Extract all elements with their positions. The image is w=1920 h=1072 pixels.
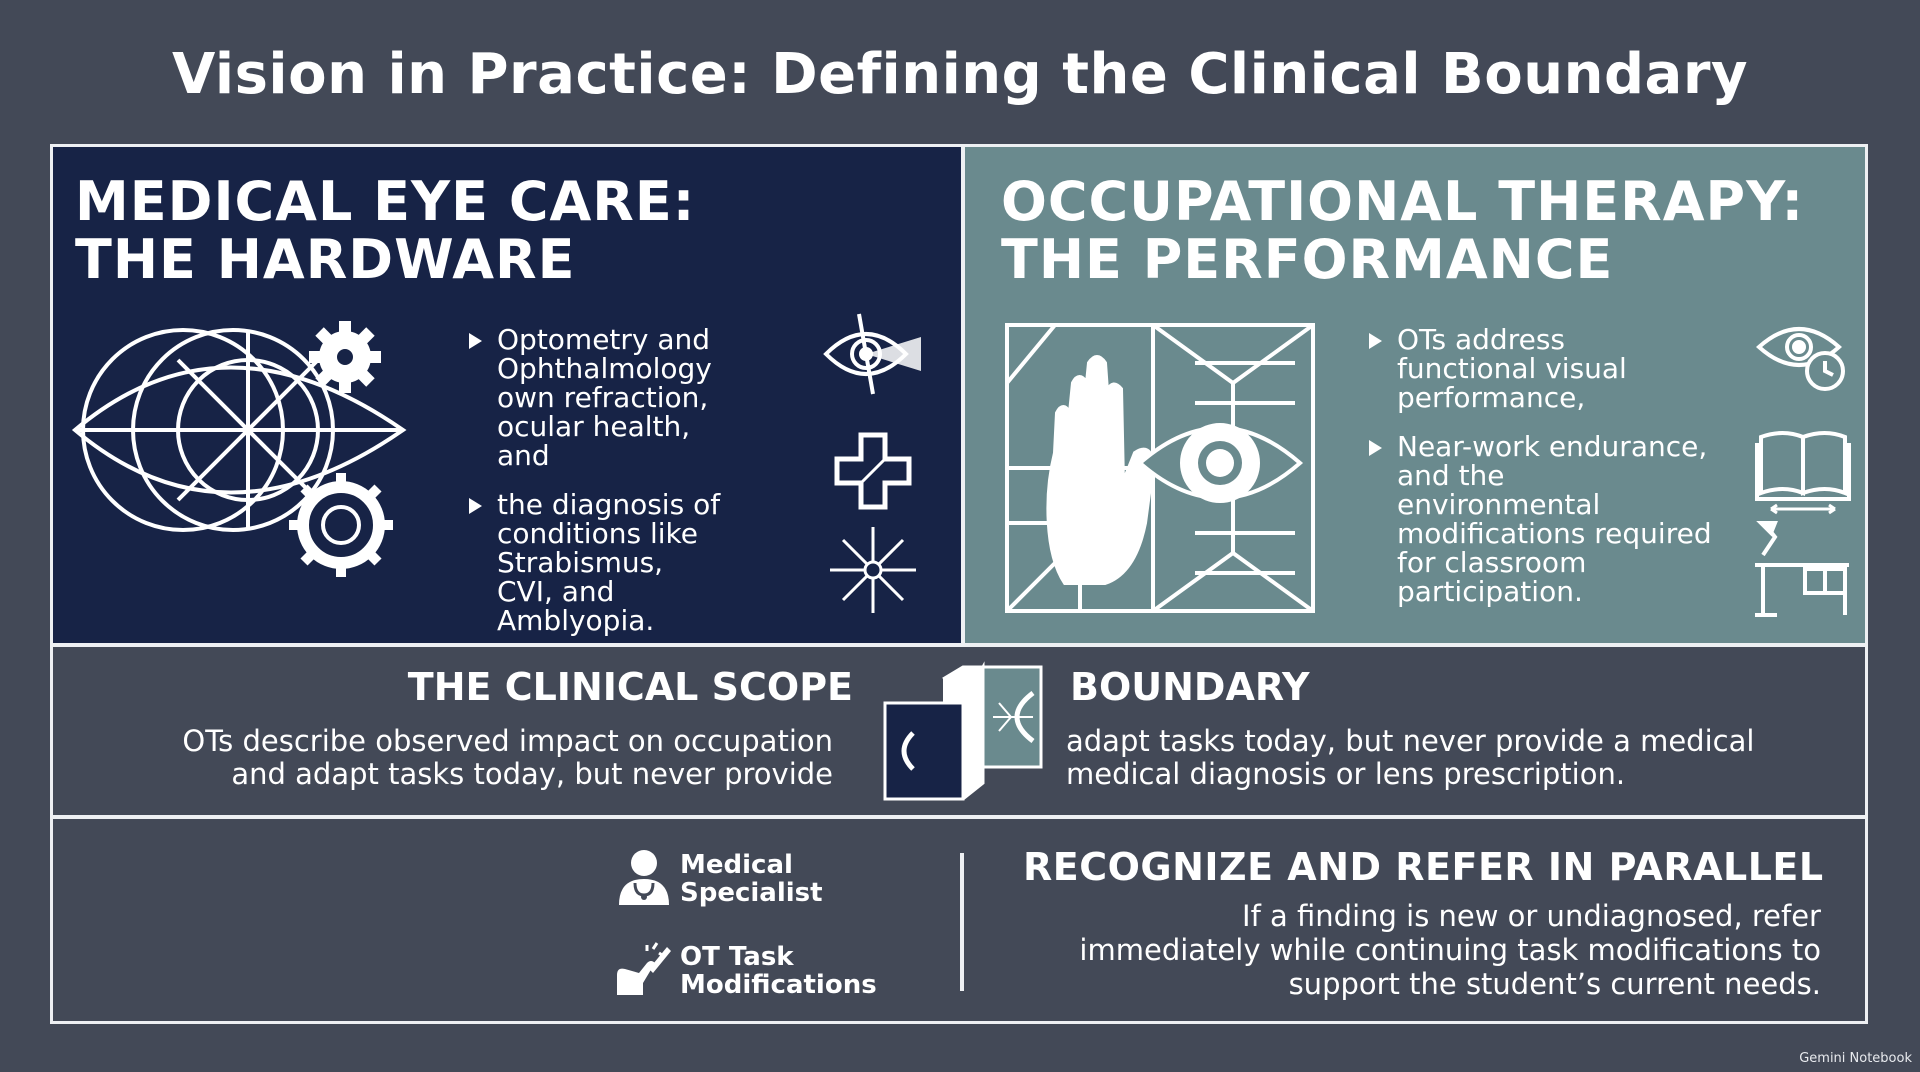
open-book-icon <box>1755 431 1851 515</box>
medical-bullet: Optometry and Ophthalmology own refracti… <box>465 325 725 470</box>
boundary-wall-icon <box>883 661 1043 801</box>
clinical-scope-title: THE CLINICAL SCOPE <box>407 665 853 709</box>
medical-bullet: the diagnosis of conditions like Strabis… <box>465 490 725 635</box>
boundary-title: BOUNDARY <box>1070 665 1310 709</box>
section-divider <box>53 815 1865 819</box>
eye-timer-icon <box>1756 327 1845 391</box>
hand-eye-room-icon <box>1005 323 1315 613</box>
brand-watermark: Gemini Notebook <box>1799 1051 1912 1066</box>
ot-heading-line1: OCCUPATIONAL THERAPY: <box>1001 170 1805 233</box>
medical-heading-line2: THE HARDWARE <box>75 228 576 291</box>
recognize-title: RECOGNIZE AND REFER IN PARALLEL <box>1023 845 1824 889</box>
ot-bullet: Near-work endurance, and the environment… <box>1365 432 1715 606</box>
desk-lamp-icon <box>1755 521 1849 617</box>
recognize-text: If a finding is new or undiagnosed, refe… <box>1079 899 1821 1001</box>
medical-bullets: Optometry and Ophthalmology own refracti… <box>465 325 725 655</box>
sparkle-icon <box>830 527 916 613</box>
eye-lens-gear-icon <box>71 321 407 577</box>
page-title: Vision in Practice: Defining the Clinica… <box>172 42 1748 107</box>
section-divider <box>53 643 1865 647</box>
legend-divider <box>960 853 964 991</box>
ot-task-label: OT Task Modifications <box>680 942 877 1000</box>
eye-scan-icon <box>823 313 921 395</box>
ot-heading: OCCUPATIONAL THERAPY: THE PERFORMANCE <box>1001 173 1804 289</box>
panel-divider <box>961 147 965 643</box>
clinical-scope-text: OTs describe observed impact on occupati… <box>182 724 833 791</box>
ot-task-icon <box>617 942 671 995</box>
medical-eye-care-panel: MEDICAL EYE CARE: THE HARDWARE <box>53 147 961 643</box>
ot-bullet: OTs address functional visual performanc… <box>1365 325 1647 412</box>
medical-heading: MEDICAL EYE CARE: THE HARDWARE <box>75 173 695 289</box>
medical-heading-line1: MEDICAL EYE CARE: <box>75 170 696 233</box>
ot-heading-line2: THE PERFORMANCE <box>1001 228 1614 291</box>
occupational-therapy-panel: OCCUPATIONAL THERAPY: THE PERFORMANCE OT… <box>965 147 1865 643</box>
medical-specialist-label: Medical Specialist <box>680 850 823 908</box>
boundary-text: adapt tasks today, but never provide a m… <box>1066 724 1755 791</box>
content-frame: MEDICAL EYE CARE: THE HARDWARE <box>50 144 1868 1024</box>
medical-specialist-icon <box>619 850 669 905</box>
ot-bullets: OTs address functional visual performanc… <box>1365 325 1715 626</box>
medical-cross-icon <box>834 432 912 510</box>
